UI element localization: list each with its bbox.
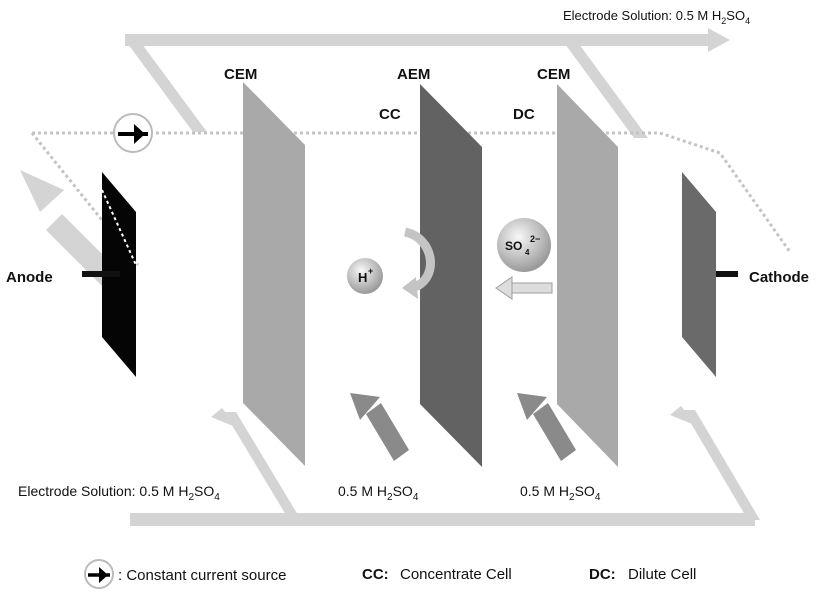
cathode-terminal bbox=[716, 271, 738, 277]
legend-dc-text: Dilute Cell bbox=[628, 566, 696, 583]
cc-cell-label: CC bbox=[379, 106, 401, 123]
cathode-plate bbox=[682, 172, 716, 377]
svg-text:+: + bbox=[368, 266, 373, 276]
svg-text:H: H bbox=[358, 270, 367, 285]
cathode-label: Cathode bbox=[749, 269, 809, 286]
so4-ion: SO 4 2− bbox=[497, 218, 551, 272]
current-source-icon bbox=[114, 114, 152, 152]
cem-label-1: CEM bbox=[224, 66, 257, 83]
top-solution-label: Electrode Solution: 0.5 M H2SO4 bbox=[563, 8, 750, 26]
legend-dc-key: DC: bbox=[589, 566, 616, 583]
cc-feed-arrow bbox=[350, 393, 409, 461]
legend-source-text: : Constant current source bbox=[118, 567, 286, 584]
cem-label-2: CEM bbox=[537, 66, 570, 83]
cem-membrane-2 bbox=[557, 84, 618, 467]
anode-terminal bbox=[82, 271, 120, 277]
legend-source-icon bbox=[85, 560, 113, 588]
svg-text:2−: 2− bbox=[530, 234, 540, 244]
svg-text:4: 4 bbox=[525, 248, 530, 257]
dc-feed-label: 0.5 M H2SO4 bbox=[520, 483, 601, 503]
circuit-line bbox=[32, 133, 790, 265]
dc-cell-label: DC bbox=[513, 106, 535, 123]
legend-cc-key: CC: bbox=[362, 566, 389, 583]
h-ion: H + bbox=[347, 258, 383, 294]
svg-text:SO: SO bbox=[505, 239, 522, 253]
aem-label: AEM bbox=[397, 66, 430, 83]
so4-migration-arrow bbox=[496, 277, 552, 299]
cem-membrane-1 bbox=[243, 82, 305, 466]
legend-cc-text: Concentrate Cell bbox=[400, 566, 512, 583]
anode-label: Anode bbox=[6, 269, 53, 286]
cc-feed-label: 0.5 M H2SO4 bbox=[338, 483, 419, 503]
bottom-solution-label: Electrode Solution: 0.5 M H2SO4 bbox=[18, 483, 220, 503]
legend: : Constant current source CC: Concentrat… bbox=[85, 560, 696, 588]
